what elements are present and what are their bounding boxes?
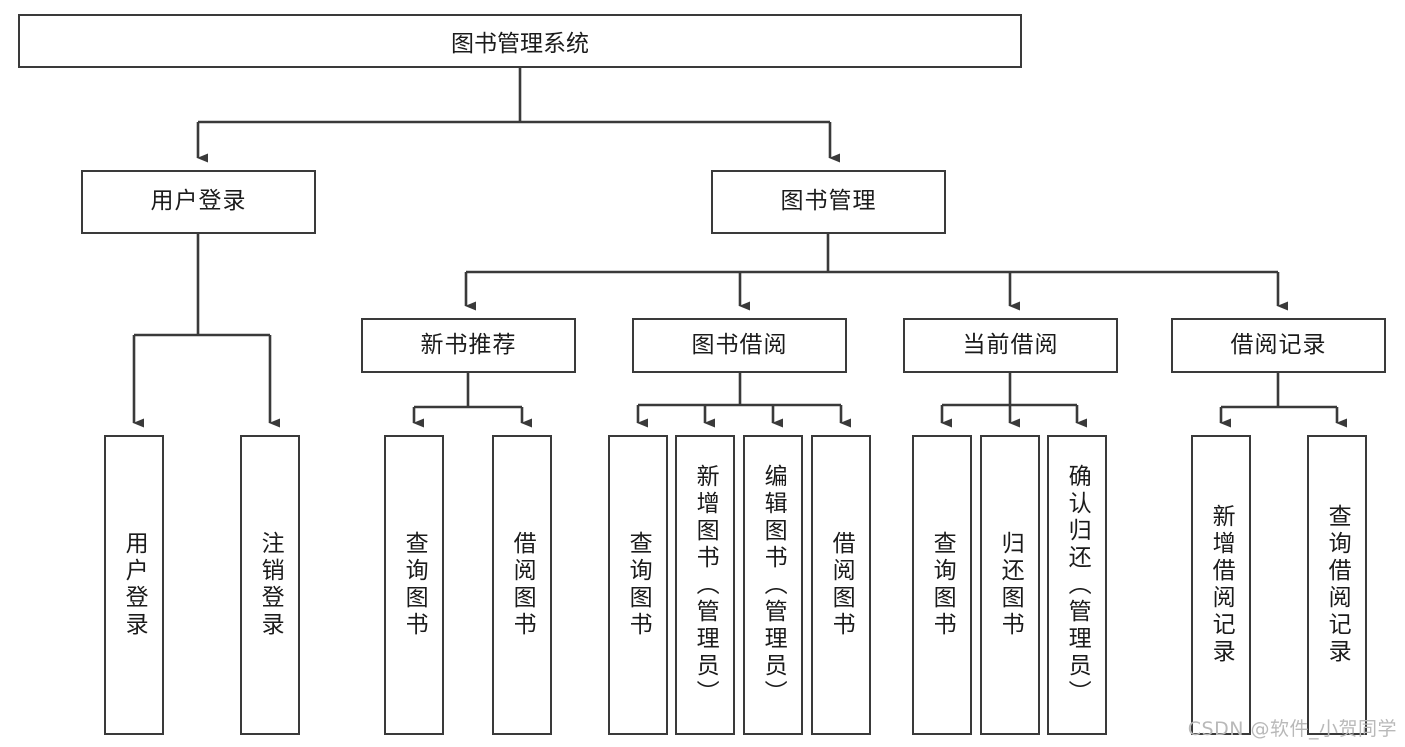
leaf-record-query[interactable]: 查询借阅记录: [1307, 435, 1367, 735]
leaf-borrow-edit-book[interactable]: 编辑图书（管理员）: [743, 435, 803, 735]
leaf-user-login-signin[interactable]: 用户登录: [104, 435, 164, 735]
leaf-new-book-borrow[interactable]: 借阅图书: [492, 435, 552, 735]
leaf-new-book-query[interactable]: 查询图书: [384, 435, 444, 735]
node-root-label: 图书管理系统: [451, 31, 589, 57]
leaf-label: 查询借阅记录: [1324, 504, 1351, 666]
leaf-record-add[interactable]: 新增借阅记录: [1191, 435, 1251, 735]
leaf-borrow-query-book[interactable]: 查询图书: [608, 435, 668, 735]
leaf-borrow-borrow-book[interactable]: 借阅图书: [811, 435, 871, 735]
node-book-management-label: 图书管理: [780, 188, 877, 215]
leaf-borrow-add-book[interactable]: 新增图书（管理员）: [675, 435, 735, 735]
leaf-label: 用户登录: [121, 531, 148, 639]
leaf-current-return-book[interactable]: 归还图书: [980, 435, 1040, 735]
node-borrow-record-label: 借阅记录: [1230, 331, 1327, 358]
leaf-label: 注销登录: [257, 531, 284, 639]
leaf-current-confirm-return[interactable]: 确认归还（管理员）: [1047, 435, 1107, 735]
leaf-label: 确认归还（管理员）: [1064, 463, 1091, 707]
node-user-login[interactable]: 用户登录: [81, 170, 316, 234]
node-current-borrow[interactable]: 当前借阅: [903, 318, 1118, 373]
leaf-label: 编辑图书（管理员）: [760, 463, 787, 707]
leaf-label: 借阅图书: [509, 531, 536, 639]
node-new-book-recommend[interactable]: 新书推荐: [361, 318, 576, 373]
leaf-label: 新增借阅记录: [1208, 504, 1235, 666]
leaf-label: 查询图书: [625, 531, 652, 639]
node-book-management[interactable]: 图书管理: [711, 170, 946, 234]
csdn-watermark: CSDN @软件_小贺同学: [1187, 718, 1397, 740]
node-book-borrow-label: 图书借阅: [691, 331, 788, 358]
node-borrow-record[interactable]: 借阅记录: [1171, 318, 1386, 373]
leaf-label: 查询图书: [401, 531, 428, 639]
leaf-user-login-signout[interactable]: 注销登录: [240, 435, 300, 735]
leaf-current-query-book[interactable]: 查询图书: [912, 435, 972, 735]
leaf-label: 查询图书: [929, 531, 956, 639]
node-book-borrow[interactable]: 图书借阅: [632, 318, 847, 373]
node-root[interactable]: 图书管理系统: [18, 14, 1022, 68]
leaf-label: 新增图书（管理员）: [692, 463, 719, 707]
node-current-borrow-label: 当前借阅: [962, 331, 1059, 358]
node-user-login-label: 用户登录: [150, 188, 247, 215]
node-new-book-recommend-label: 新书推荐: [420, 331, 517, 358]
leaf-label: 借阅图书: [828, 531, 855, 639]
leaf-label: 归还图书: [997, 531, 1024, 639]
